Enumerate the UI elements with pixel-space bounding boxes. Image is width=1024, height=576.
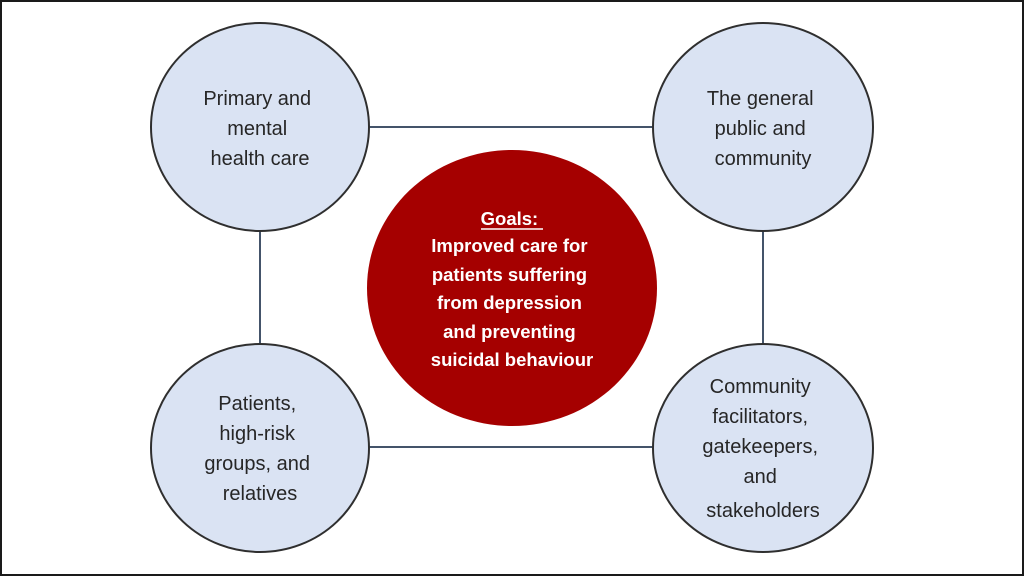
goals-line: and preventing: [443, 321, 576, 342]
label-line: relatives: [223, 483, 297, 505]
goals-line: suicidal behaviour: [431, 349, 593, 370]
label-line: Primary and: [203, 88, 311, 110]
label-line: health care: [211, 148, 310, 170]
node-label: Primary and mental health care: [203, 88, 316, 170]
node-label: The general public and community: [707, 88, 819, 170]
node-community-facilitators-stakeholders: Community facilitators, gatekeepers, and…: [652, 343, 874, 553]
label-line: facilitators,: [712, 406, 808, 428]
goals-center-node: Goals: Improved care for patients suffer…: [367, 150, 657, 426]
label-line: stakeholders: [706, 500, 819, 522]
node-patients-high-risk-relatives: Patients, high-risk groups, and relative…: [150, 343, 370, 553]
label-line: groups, and: [204, 453, 310, 475]
label-line: The general: [707, 88, 814, 110]
node-primary-mental-health-care: Primary and mental health care: [150, 22, 370, 232]
node-label: Community facilitators, gatekeepers, and…: [702, 376, 823, 522]
node-circle: [652, 22, 874, 232]
goals-line: Improved care for: [431, 235, 587, 256]
label-line: high-risk: [219, 423, 296, 445]
goals-label: Goals: Improved care for patients suffer…: [431, 208, 593, 370]
node-circle: [652, 343, 874, 553]
goals-line: patients suffering: [432, 264, 587, 285]
label-line: Community: [710, 376, 811, 398]
node-circle: [150, 343, 370, 553]
label-line: public and: [715, 118, 806, 140]
label-line: gatekeepers,: [702, 436, 818, 458]
label-line: community: [715, 148, 812, 170]
goals-line: from depression: [437, 292, 582, 313]
label-line: and: [744, 466, 777, 488]
goals-circle: [367, 150, 657, 426]
node-general-public-community: The general public and community: [652, 22, 874, 232]
label-line: mental: [227, 118, 287, 140]
node-label: Patients, high-risk groups, and relative…: [204, 393, 315, 505]
goals-heading: Goals:: [481, 208, 539, 229]
node-circle: [150, 22, 370, 232]
label-line: Patients,: [218, 393, 296, 415]
